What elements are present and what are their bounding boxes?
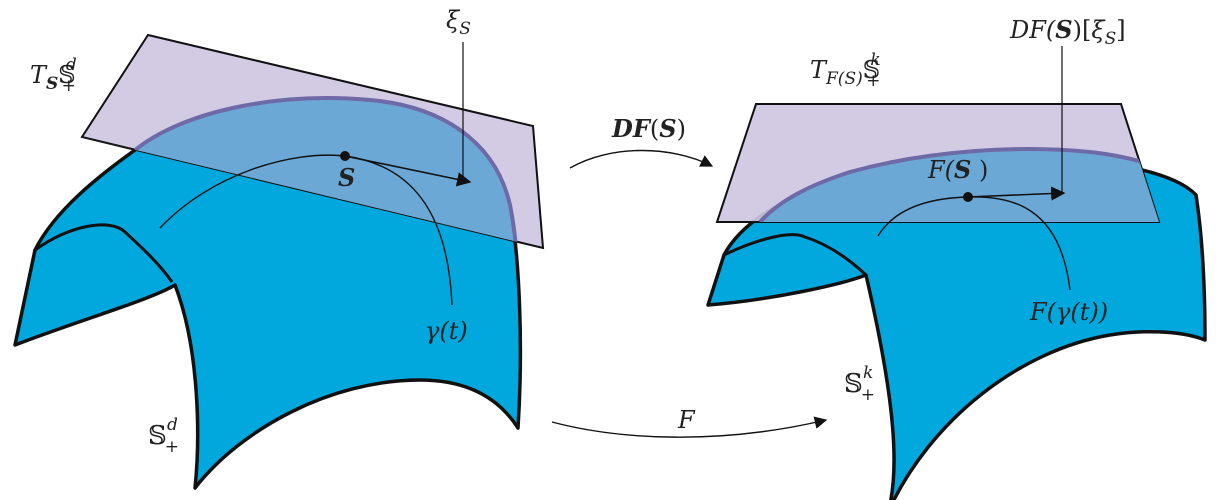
left-tangent-vector [344,155,472,187]
right-tangent-vector [967,186,1066,201]
left-manifold-fold [34,223,174,283]
left-point-S [340,151,350,161]
left-tangent-space-label: TS𝕊+d [30,55,77,96]
differential-arrow [569,149,714,169]
right-curve-label: F(γ(t)) [1029,298,1108,326]
right-manifold-label: 𝕊+k [844,363,875,405]
left-point-label: S [338,163,355,192]
left-manifold-label: 𝕊+d [148,415,179,457]
right-tangent-space-label: TF(S)𝕊+k [810,50,881,91]
left-curve-label: γ(t) [425,317,468,345]
map-F-arrow [551,416,828,438]
right-point-label: F(S ) [927,155,988,184]
left-curve-group [159,42,472,306]
right-curve-group [877,46,1071,291]
map-label: F [677,406,696,434]
right-tangent-plane [715,103,1161,223]
left-xi-label: ξS [446,6,471,39]
right-point-FS [963,192,973,202]
left-boundary-curve [133,96,519,248]
differential-label: DF(S) [611,114,686,143]
right-differential-vector-label: DF(S)[ξS] [1009,15,1126,49]
right-manifold-fold [723,233,868,277]
